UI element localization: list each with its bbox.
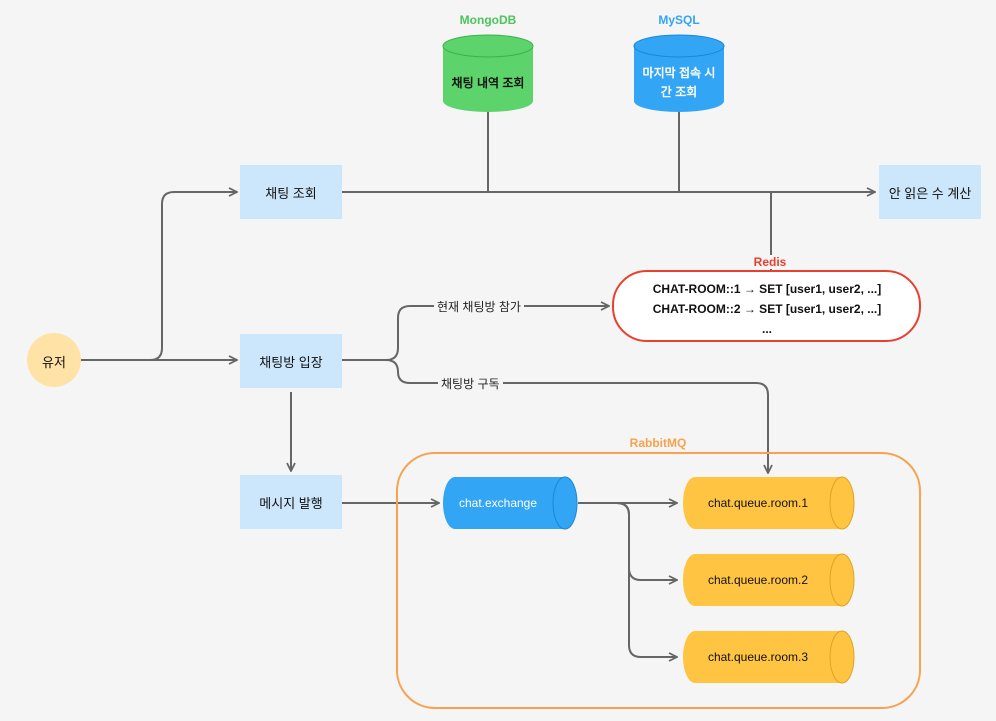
edge-label-subscribe: 채팅방 구독: [438, 375, 503, 392]
edge-label-join-current: 현재 채팅방 참가: [434, 298, 524, 315]
mysql-label-line2: 간 조회: [660, 85, 698, 99]
mysql-title: MySQL: [658, 13, 700, 27]
mysql-label: 마지막 접속 시 간 조회: [634, 64, 724, 102]
unread-calc-node: 안 읽은 수 계산: [879, 165, 981, 219]
mysql-cylinder: [633, 34, 725, 112]
mongodb-cylinder: [442, 34, 534, 112]
chat-query-node: 채팅 조회: [240, 165, 342, 219]
redis-line-3: ...: [761, 322, 772, 336]
redis-content: CHAT-ROOM::1 → SET [user1, user2, ...] C…: [620, 279, 914, 339]
redis-container: [612, 270, 921, 342]
edge-exchange-to-queue2: [578, 502, 676, 580]
queue-cylinder-2: [683, 553, 855, 607]
mongodb-title: MongoDB: [459, 13, 517, 27]
user-circle: [27, 333, 81, 387]
queue-label-1: chat.queue.room.1: [707, 496, 809, 510]
user-label: 유저: [42, 355, 66, 370]
rabbitmq-title: RabbitMQ: [629, 436, 687, 450]
queue-label-3: chat.queue.room.3: [707, 650, 809, 664]
edge-exchange-to-queue3: [616, 502, 676, 657]
mysql-label-line1: 마지막 접속 시: [642, 66, 716, 80]
queue-label-2: chat.queue.room.2: [707, 573, 809, 587]
rabbitmq-container: [396, 452, 921, 709]
edge-enter-to-redis: [342, 306, 608, 361]
message-publish-node: 메시지 발행: [240, 475, 342, 529]
mongodb-label: 채팅 내역 조회: [451, 76, 525, 90]
edge-enter-to-queue1: [385, 359, 768, 472]
queue-cylinder-1: [683, 476, 855, 530]
queue-cylinder-3: [683, 630, 855, 684]
exchange-cylinder: [443, 476, 578, 530]
redis-title: Redis: [730, 255, 810, 269]
edge-user-to-chat-query: [80, 192, 236, 361]
room-enter-node: 채팅방 입장: [240, 334, 342, 388]
redis-line-1: CHAT-ROOM::1 → SET [user1, user2, ...]: [652, 282, 882, 296]
exchange-label: chat.exchange: [458, 496, 538, 510]
redis-line-2: CHAT-ROOM::2 → SET [user1, user2, ...]: [652, 302, 882, 316]
